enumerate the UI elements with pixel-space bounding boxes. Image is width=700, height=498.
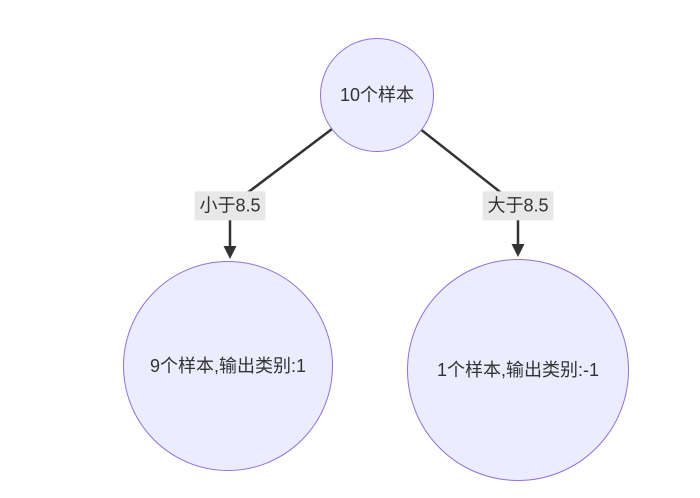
tree-node-leaf-right[interactable]: 1个样本,输出类别:-1 [407, 259, 629, 481]
tree-node-leaf-left-label: 9个样本,输出类别:1 [149, 355, 307, 376]
edge-label-greater-than: 大于8.5 [482, 191, 554, 221]
arrowhead-right [511, 244, 525, 257]
tree-node-root[interactable]: 10个样本 [320, 38, 434, 152]
tree-node-leaf-left[interactable]: 9个样本,输出类别:1 [123, 261, 333, 471]
tree-node-root-label: 10个样本 [339, 84, 415, 105]
edge-label-less-than: 小于8.5 [194, 191, 266, 221]
arrowhead-left [223, 246, 237, 259]
tree-node-leaf-right-label: 1个样本,输出类别:-1 [436, 359, 600, 380]
